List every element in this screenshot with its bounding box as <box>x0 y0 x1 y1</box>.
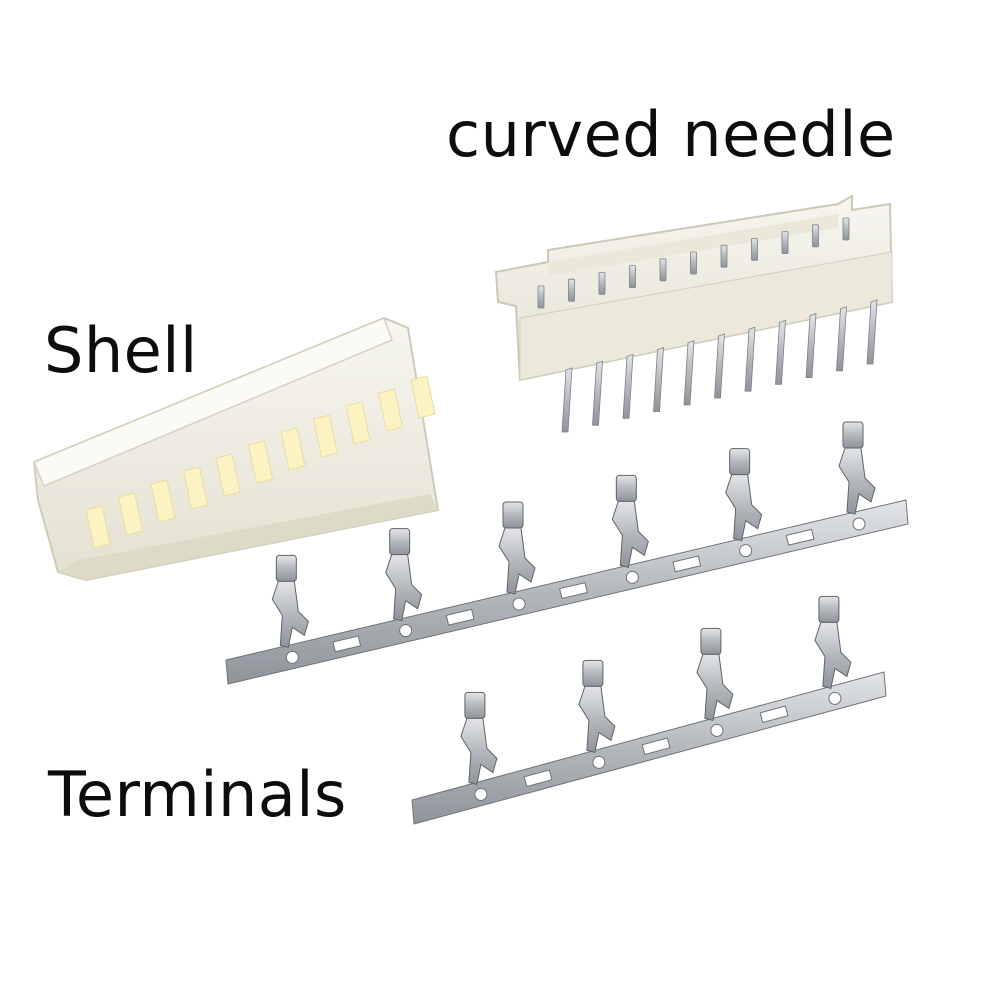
crimp-terminal <box>271 554 309 648</box>
carrier-hole <box>852 517 866 531</box>
shell-slot <box>410 375 436 419</box>
carrier-hole <box>710 723 724 737</box>
carrier-hole <box>512 597 526 611</box>
header-pin-top <box>690 251 697 275</box>
crimp-terminal <box>578 659 616 754</box>
carrier-slot <box>559 582 588 600</box>
carrier-slot <box>523 769 553 788</box>
header-pin-top <box>812 224 819 248</box>
shell-label: Shell <box>44 314 198 387</box>
carrier-slot <box>445 608 475 626</box>
carrier-slot <box>785 528 815 546</box>
header-pin-top <box>720 244 728 268</box>
header-pin-top <box>568 278 575 302</box>
carrier-hole <box>592 755 606 769</box>
shell-slot <box>85 505 111 549</box>
header-pin-top <box>659 258 667 282</box>
header-pin-bottom <box>866 299 878 365</box>
terminal-strip-upper <box>225 421 909 685</box>
header-pin-bottom <box>714 333 725 399</box>
carrier-hole <box>285 650 299 664</box>
header-pin-bottom <box>775 319 786 385</box>
header-pin-top <box>751 237 758 261</box>
shell-slot <box>150 479 176 523</box>
header-pin-bottom <box>744 326 756 392</box>
curved-needle-label: curved needle <box>446 98 896 171</box>
carrier-hole <box>625 570 639 584</box>
header-pin-top <box>781 231 789 255</box>
header-pin-top <box>537 285 545 309</box>
carrier-hole <box>828 691 842 705</box>
header-pin-bottom <box>836 306 847 372</box>
shell-slot <box>312 414 339 458</box>
crimp-terminal <box>385 528 423 622</box>
crimp-terminal <box>725 448 763 542</box>
terminals-label: Terminals <box>48 758 347 831</box>
shell-slot <box>117 492 144 536</box>
crimp-terminal <box>611 474 649 568</box>
crimp-terminal <box>498 501 536 595</box>
shell-slots <box>85 375 436 549</box>
curved-needle-header <box>494 194 894 433</box>
header-pin-bottom <box>683 340 695 406</box>
shell-slot <box>345 401 371 445</box>
shell-slot <box>215 453 241 497</box>
header-pin-bottom <box>622 353 634 419</box>
carrier-hole <box>474 787 488 801</box>
header-pins-top <box>537 217 878 433</box>
header-pin-bottom <box>653 347 664 413</box>
carrier-slot <box>759 705 789 724</box>
header-pin-bottom <box>592 360 603 426</box>
carrier-slot <box>332 635 362 653</box>
carrier-slot <box>641 737 671 756</box>
crimp-terminal <box>696 627 734 722</box>
header-pin-bottom <box>561 367 573 433</box>
carrier-slot <box>672 555 702 573</box>
terminal-strip-lower <box>411 595 887 825</box>
carrier-hole <box>399 624 413 638</box>
header-pin-top <box>598 271 606 295</box>
header-pin-top <box>629 265 636 289</box>
shell-slot <box>377 388 404 432</box>
crimp-terminal <box>460 691 498 786</box>
shell-slot <box>280 427 306 471</box>
header-pin-bottom <box>805 313 817 379</box>
shell-slot <box>182 466 209 510</box>
header-pin-top <box>842 217 850 241</box>
shell-slot <box>247 440 274 484</box>
shell-housing <box>32 316 440 582</box>
crimp-terminal <box>838 421 876 515</box>
carrier-hole <box>739 544 753 558</box>
crimp-terminal <box>814 595 852 690</box>
